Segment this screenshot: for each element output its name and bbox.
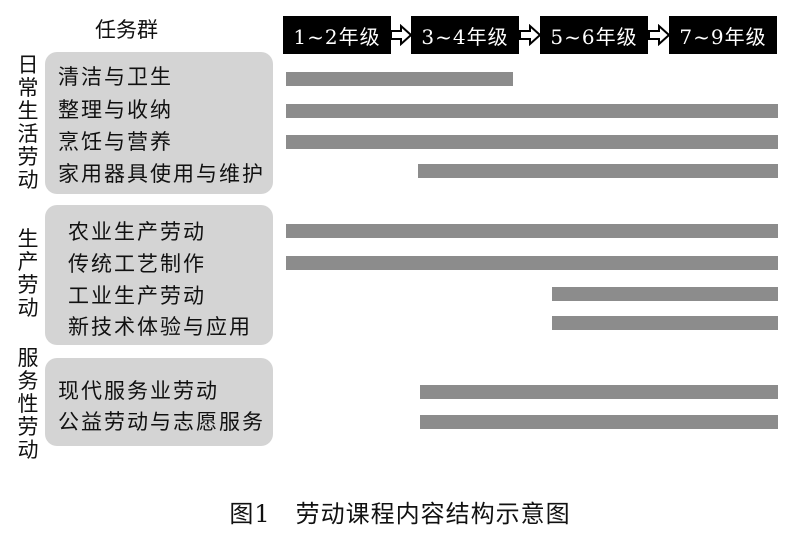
task-name: 工业生产劳动 (68, 284, 206, 308)
category-label-service: 服 务 性 劳 动 (17, 346, 39, 462)
arrow-right-icon (648, 24, 670, 46)
task-group-service (45, 358, 273, 446)
stage-7-9: 7~9年级 (669, 16, 777, 54)
task-name: 新技术体验与应用 (68, 315, 252, 339)
stage-3-4: 3~4年级 (411, 16, 519, 54)
arrow-right-icon (390, 24, 412, 46)
duration-bar (552, 287, 778, 301)
task-group-daily-life (45, 52, 273, 194)
duration-bar (420, 415, 778, 429)
category-label-production: 生 产 劳 动 (17, 227, 39, 320)
figure-caption: 图1 劳动课程内容结构示意图 (229, 500, 571, 528)
task-name: 整理与收纳 (58, 98, 173, 122)
duration-bar (418, 164, 778, 178)
category-label-daily-life: 日 常 生 活 劳 动 (17, 53, 39, 192)
duration-bar (286, 104, 778, 118)
task-name: 家用器具使用与维护 (58, 162, 265, 186)
task-group-production (45, 205, 273, 345)
duration-bar (286, 224, 778, 238)
stage-1-2: 1~2年级 (283, 16, 391, 54)
task-name: 清洁与卫生 (58, 65, 173, 89)
duration-bar (286, 72, 513, 86)
duration-bar (286, 135, 778, 149)
duration-bar (552, 316, 778, 330)
duration-bar (420, 385, 778, 399)
task-name: 传统工艺制作 (68, 252, 206, 276)
task-name: 烹饪与营养 (58, 130, 173, 154)
duration-bar (286, 256, 778, 270)
task-name: 现代服务业劳动 (58, 379, 219, 403)
task-name: 公益劳动与志愿服务 (58, 410, 265, 434)
stage-5-6: 5~6年级 (540, 16, 648, 54)
arrow-right-icon (519, 24, 541, 46)
task-name: 农业生产劳动 (68, 220, 206, 244)
task-group-header: 任务群 (95, 18, 158, 42)
